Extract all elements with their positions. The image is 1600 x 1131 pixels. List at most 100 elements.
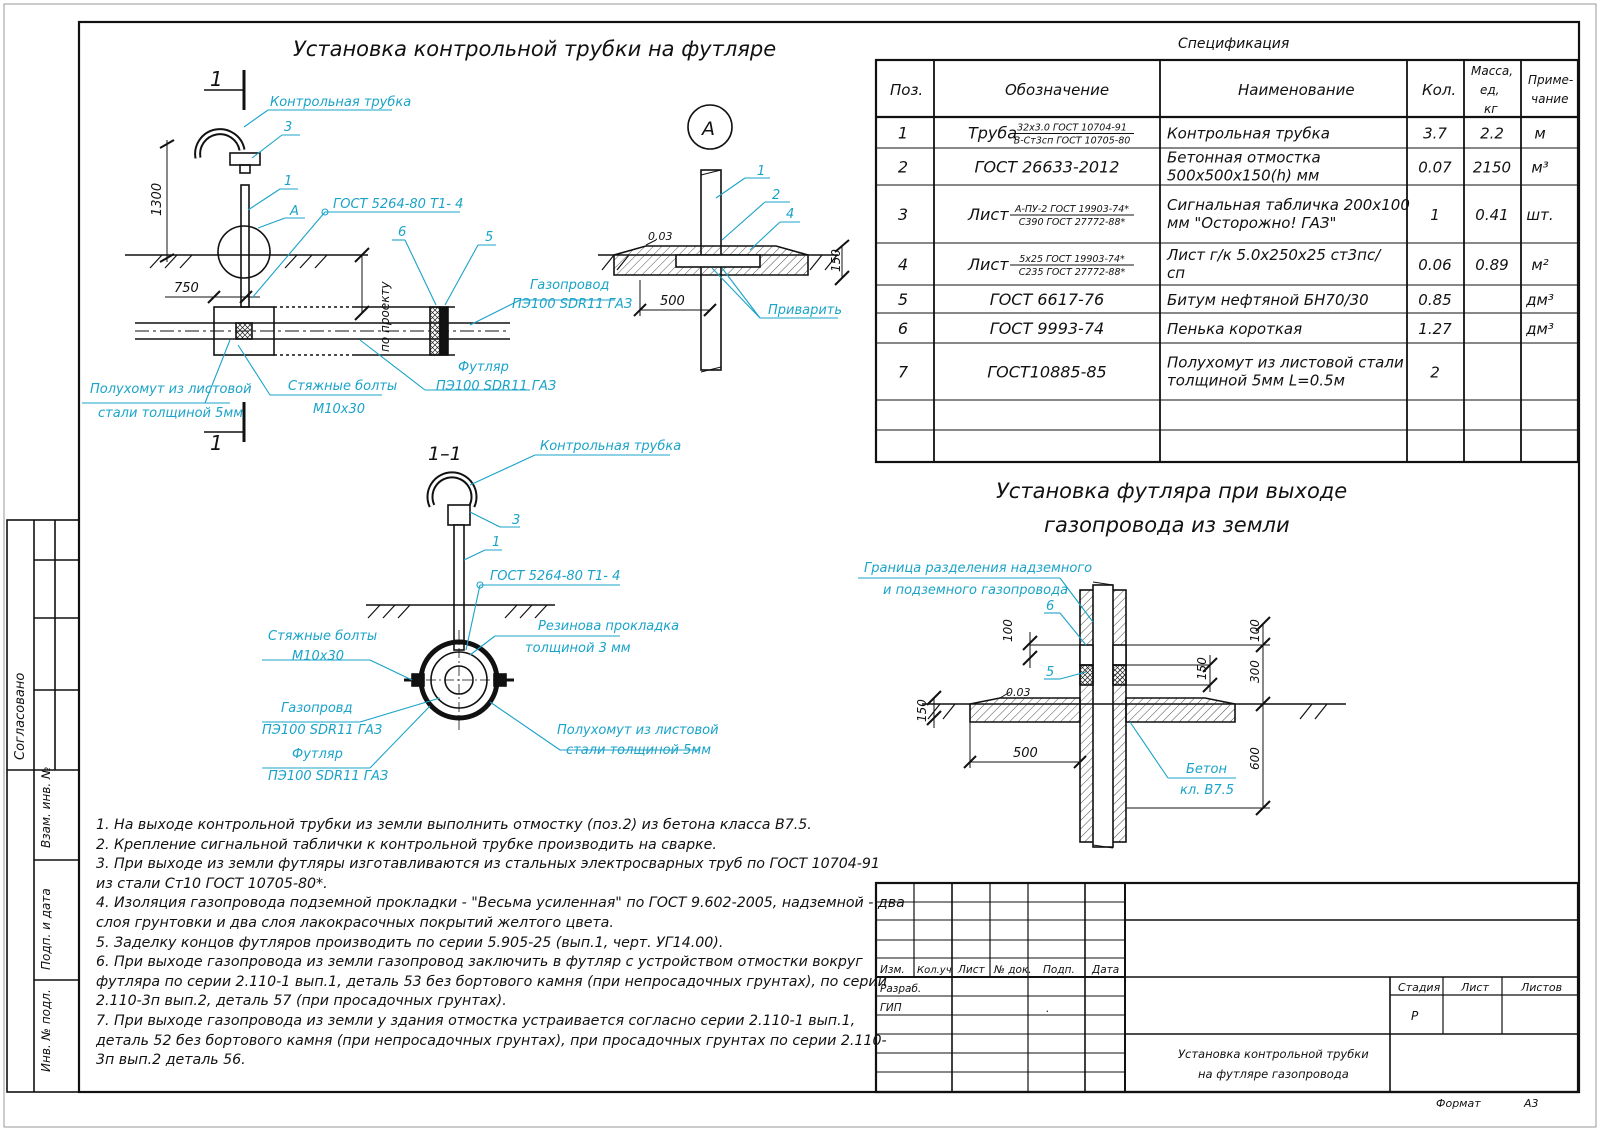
spec-row-name: Пенька короткая (1167, 320, 1302, 338)
spec-row-name-l1: Лист г/к 5.0х250х25 ст3пс/ (1166, 246, 1382, 264)
tb-col-change: Изм. (880, 964, 905, 976)
section-pos1: 1 (492, 535, 500, 550)
spec-row-des-top: 32х3.0 ГОСТ 10704-91 (1017, 123, 1127, 134)
spec-row-name-l1: Полухомут из листовой стали (1167, 354, 1404, 372)
stamp-replaced-inv: Взам. инв. № (39, 767, 53, 848)
title-exit-l2: газопровода из земли (1044, 513, 1290, 537)
spec-row-note: м² (1531, 256, 1548, 274)
spec-row-mass: 0.89 (1475, 256, 1508, 274)
section-label: 1–1 (428, 443, 462, 465)
title-block-grid (874, 881, 1580, 1094)
spec-row-note: дм³ (1525, 320, 1554, 338)
tb-doc-title-l2: на футляре газопровода (1198, 1067, 1349, 1081)
detail-a-callout-lines (711, 177, 838, 319)
note-line: слоя грунтовки и два слоя лакокрасочных … (96, 914, 614, 931)
exit-boundary-l2: и подземного газопровода (883, 583, 1068, 598)
section-clamp-l2: стали толщиной 5мм (566, 743, 711, 758)
spec-row-name-l1: Сигнальная табличка 200х100 (1167, 196, 1410, 214)
exit-view (922, 581, 1346, 849)
main-view (125, 70, 510, 442)
spec-caption: Спецификация (1178, 36, 1289, 52)
note-line: 5. Заделку концов футляров производить п… (96, 934, 724, 951)
exit-dim-100a: 100 (1001, 619, 1015, 642)
note-line: 3. При выходе из земли футляры изготавли… (96, 856, 880, 873)
callout-pos5: 5 (485, 230, 493, 245)
section-mark-top: 1 (210, 67, 223, 91)
view-label-a: А (700, 118, 715, 140)
spec-row-pos: 7 (898, 363, 909, 382)
by-project: по проекту (378, 281, 392, 352)
callout-case-l2: ПЭ100 SDR11 ГАЗ (436, 379, 556, 394)
dim-750: 750 (174, 281, 199, 296)
note-line: 3п вып.2 деталь 56. (96, 1052, 246, 1069)
note-line: деталь 52 без бортового камня (при непро… (96, 1032, 887, 1049)
exit-pos5: 5 (1046, 665, 1054, 680)
spec-row-pos: 2 (898, 158, 908, 177)
outer-border (3, 3, 1597, 1128)
spec-row-name: Битум нефтяной БН70/30 (1167, 291, 1369, 309)
spec-row-designation: ГОСТ 26633-2012 (975, 158, 1120, 177)
spec-head-note-l2: чание (1531, 92, 1568, 106)
tb-col-sign: Подп. (1043, 964, 1075, 976)
callout-bolts-l2: М10х30 (313, 402, 365, 417)
callout-pos6: 6 (398, 225, 406, 240)
spec-head-mass-l1: Масса, (1471, 64, 1513, 78)
exit-pos6: 6 (1046, 599, 1054, 614)
spec-header: Поз. Обозначение Наименование Кол. Масса… (890, 64, 1573, 116)
tb-col-qty: Кол.уч (917, 965, 952, 976)
spec-row-pos: 5 (898, 290, 908, 309)
stamp-sign-date: Подп. и дата (39, 888, 53, 970)
section-mark-bottom: 1 (210, 431, 223, 455)
stamp-agreed: Согласовано (13, 673, 28, 760)
detail-a-slope: 0.03 (648, 230, 673, 243)
spec-row-des-prefix: Лист (967, 205, 1009, 224)
section-bolts-l2: М10х30 (292, 649, 344, 664)
spec-row-name-l2: толщиной 5мм L=0.5м (1167, 372, 1345, 390)
exit-concrete-l1: Бетон (1186, 762, 1227, 777)
note-line: 2. Крепление сигнальной таблички к контр… (96, 836, 717, 853)
spec-row-designation: ГОСТ 6617-76 (990, 290, 1104, 309)
callout-control-tube: Контрольная трубка (270, 95, 411, 110)
spec-row-mass: 2150 (1473, 159, 1511, 177)
note-line: 2.110-3п вып.2, деталь 57 (при просадочн… (96, 993, 507, 1010)
spec-head-pos: Поз. (890, 81, 923, 99)
spec-row-qty: 3.7 (1423, 125, 1447, 143)
note-line: 1. На выходе контрольной трубки из земли… (96, 817, 812, 833)
callout-clamp-l2: стали толщиной 5мм (98, 406, 243, 421)
spec-head-name: Наименование (1238, 81, 1355, 99)
section-callout-lines (262, 454, 700, 769)
exit-dim-150b: 150 (915, 699, 929, 722)
spec-head-qty: Кол. (1422, 81, 1456, 99)
exit-dim-100b: 100 (1248, 619, 1262, 642)
spec-head-mass-l3: кг (1484, 102, 1498, 116)
spec-head-note-l1: Приме- (1528, 73, 1573, 87)
spec-row-designation: ГОСТ 9993-74 (990, 319, 1104, 338)
callout-gas-pipe-l2: ПЭ100 SDR11 ГАЗ (512, 297, 632, 312)
note-line: футляра по серии 2.110-1 вып.1, деталь 5… (96, 973, 887, 990)
section-clamp-l1: Полухомут из листовой (557, 723, 719, 738)
detail-a-pos2: 2 (772, 188, 780, 203)
callout-bolts-l1: Стяжные болты (288, 379, 397, 394)
dim-1300: 1300 (150, 183, 165, 216)
section-case-l1: Футляр (292, 747, 343, 762)
tb-col-date: Дата (1091, 964, 1119, 976)
tb-col-sheet: Лист (957, 964, 985, 976)
section-case-l2: ПЭ100 SDR11 ГАЗ (268, 769, 388, 784)
callout-pos1: 1 (284, 174, 292, 189)
callout-pos-a: А (289, 204, 299, 219)
spec-row-qty: 0.85 (1418, 291, 1451, 309)
spec-row-des-prefix: Труба (968, 124, 1017, 143)
section-control-tube: Контрольная трубка (540, 439, 681, 454)
spec-row-pos: 1 (898, 124, 908, 143)
spec-row-des-top: А-ПУ-2 ГОСТ 19903-74* (1014, 204, 1129, 215)
tb-role-dev: Разраб. (880, 983, 921, 995)
tb-stage-value: Р (1411, 1009, 1419, 1023)
callout-pos3: 3 (284, 120, 292, 135)
stamp-inv-orig: Инв. № подл. (39, 989, 53, 1072)
note-line: 7. При выходе газопровода из земли у зда… (96, 1012, 856, 1029)
spec-head-mass-l2: ед, (1480, 83, 1500, 97)
detail-a-weld: Приварить (768, 303, 842, 318)
section-gasket-l2: толщиной 3 мм (525, 641, 631, 656)
callout-case-l1: Футляр (458, 360, 509, 375)
